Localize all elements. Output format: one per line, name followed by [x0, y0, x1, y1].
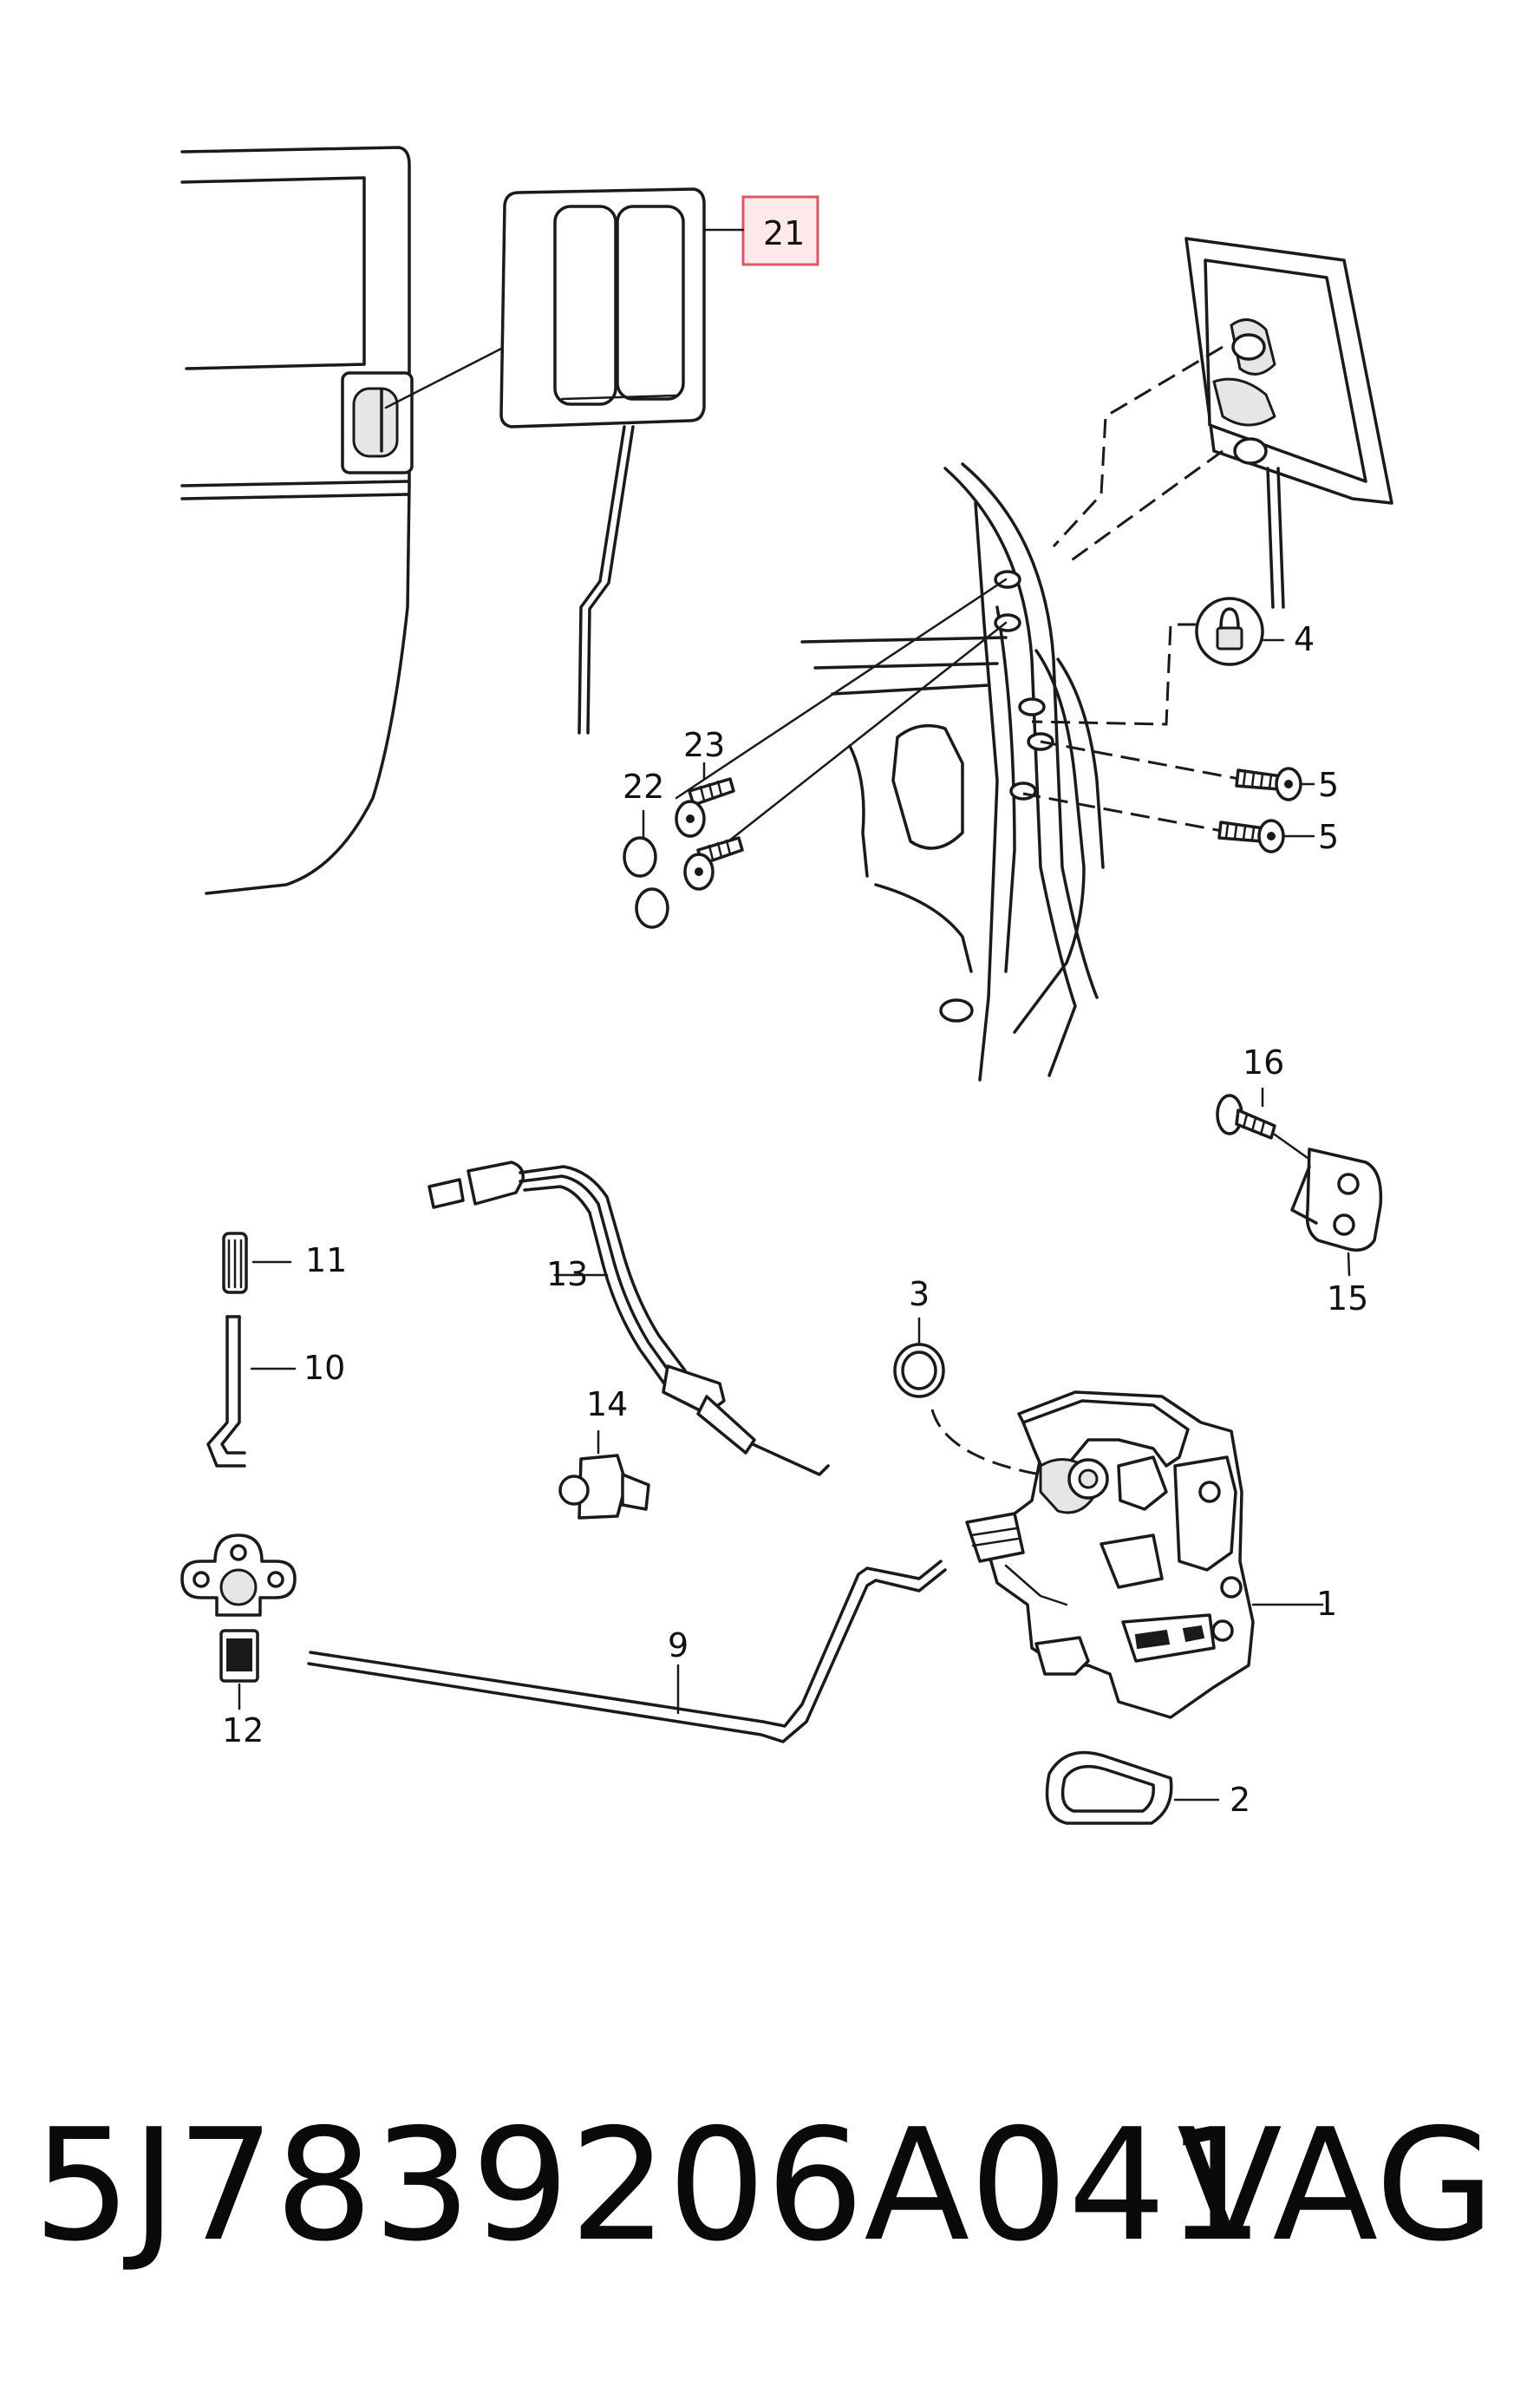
screw-23-upper [675, 777, 735, 838]
washers-22 [623, 809, 669, 929]
door-lock-1 [965, 1390, 1324, 1719]
callout-2: 2 [1230, 1781, 1250, 1819]
callout-labels: 21 4 5 5 23 22 16 15 11 13 10 14 3 1 9 1… [222, 195, 1368, 1819]
seal-ring-3 [893, 1317, 945, 1398]
outside-door-handle [384, 187, 706, 735]
callout-10: 10 [303, 1349, 345, 1387]
callout-16: 16 [1243, 1043, 1284, 1082]
callout-12: 12 [222, 1711, 264, 1749]
part-number: 5J7839206A041 [33, 2096, 1265, 2275]
door-mirror-trim [1184, 237, 1393, 609]
callout-15: 15 [1327, 1279, 1368, 1318]
lock-cap-4 [1195, 597, 1285, 666]
callout-9: 9 [668, 1626, 688, 1664]
callout-4: 4 [1294, 620, 1315, 658]
highlight-box-21 [741, 195, 819, 266]
callout-14: 14 [586, 1385, 628, 1423]
callout-13: 13 [546, 1255, 588, 1293]
bowden-cable-13 [427, 1161, 830, 1476]
rod-10 [206, 1315, 297, 1468]
callout-22: 22 [623, 768, 664, 806]
lock-cylinder-12 [180, 1534, 297, 1710]
callout-5a: 5 [1318, 766, 1339, 804]
striker-plate-15 [1273, 1133, 1383, 1277]
callout-5b: 5 [1318, 818, 1339, 856]
callout-3: 3 [909, 1275, 930, 1313]
door-outline [180, 146, 414, 895]
screw-5a [1235, 767, 1315, 801]
brand-name: VAG [1177, 2096, 1495, 2275]
callout-11: 11 [305, 1241, 347, 1279]
rubber-seal-2 [1045, 1750, 1220, 1825]
rod-9 [307, 1560, 947, 1743]
callout-21: 21 [763, 214, 805, 252]
callout-23: 23 [683, 726, 725, 764]
clip-11 [222, 1232, 292, 1294]
screw-23-lower [683, 836, 744, 891]
clip-14 [558, 1429, 650, 1520]
screw-5b [1217, 819, 1315, 853]
door-frame [800, 462, 1105, 1082]
callout-1: 1 [1316, 1585, 1337, 1623]
screw-16 [1216, 1087, 1276, 1140]
assembly-lines [675, 345, 1250, 1476]
